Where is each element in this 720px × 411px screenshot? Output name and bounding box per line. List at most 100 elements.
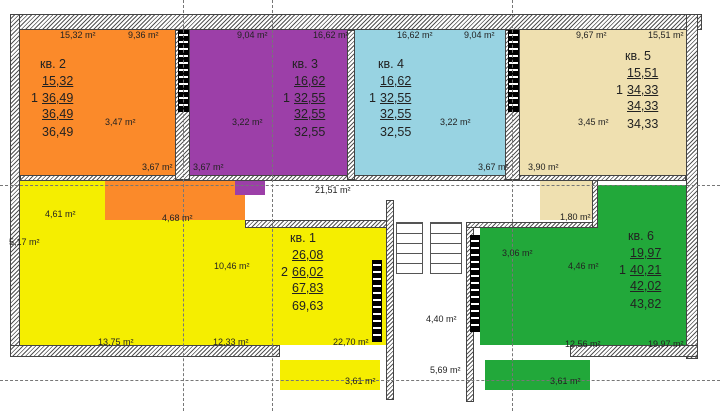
total-area-with-balcony: 67,83 — [292, 281, 324, 295]
total-area: 32,55 — [294, 91, 326, 105]
room-area-label: 3,61 m² — [345, 376, 376, 386]
apartment-6-hall — [480, 225, 598, 345]
room-area-label: 16,62 m² — [313, 30, 349, 40]
total-area: 36,49 — [42, 91, 74, 105]
apartment-title: кв. 3 — [292, 57, 319, 71]
room-area-label: 3,67 m² — [478, 162, 509, 172]
apartment-4-zone — [355, 30, 505, 175]
apartment-title: кв. 5 — [625, 49, 652, 63]
living-area: 16,62 — [294, 74, 326, 88]
apartment-title: кв. 2 — [40, 57, 67, 71]
living-area: 15,32 — [42, 74, 74, 88]
apartment-5-hall — [540, 175, 595, 220]
room-area-label: 4,46 m² — [568, 261, 599, 271]
room-area-label: 3,61 m² — [550, 376, 581, 386]
room-count: 2 — [281, 265, 288, 279]
total-area: 40,21 — [630, 263, 662, 277]
room-area-label: 3,22 m² — [232, 117, 263, 127]
total-area-full: 43,82 — [630, 297, 662, 311]
apartment-title: кв. 6 — [628, 229, 655, 243]
apartment-6-balcony — [485, 360, 590, 390]
living-area: 26,08 — [292, 248, 324, 262]
total-area-with-balcony: 42,02 — [630, 279, 662, 293]
room-area-label: 3,47 m² — [105, 117, 136, 127]
room-area-label: 21,51 m² — [315, 185, 351, 195]
apt-divider-3-4 — [347, 30, 355, 180]
room-area-label: 9,36 m² — [128, 30, 159, 40]
apt6-wall — [466, 222, 598, 228]
room-area-label: 15,32 m² — [60, 30, 96, 40]
apartment-1-zone — [20, 180, 105, 345]
outer-wall-top — [10, 14, 702, 30]
living-area: 15,51 — [627, 66, 659, 80]
apartment-title: кв. 1 — [290, 231, 317, 245]
outer-wall-bottom-left — [10, 345, 280, 357]
apt5-6-wall — [592, 180, 598, 228]
staircase — [430, 222, 462, 274]
apartment-6-zone — [598, 185, 686, 345]
room-area-label: 3,90 m² — [528, 162, 559, 172]
room-area-label: 19,97 m² — [648, 339, 684, 349]
room-area-label: 3,22 m² — [440, 117, 471, 127]
room-count: 1 — [369, 91, 376, 105]
total-area-with-balcony: 36,49 — [42, 107, 74, 121]
outer-wall-left — [10, 14, 20, 354]
room-count: 1 — [616, 83, 623, 97]
grid-axis — [0, 380, 720, 381]
room-area-label: 9,04 m² — [237, 30, 268, 40]
room-area-label: 15,51 m² — [648, 30, 684, 40]
room-area-label: 22,70 m² — [333, 337, 369, 347]
staircase — [396, 222, 423, 274]
room-area-label: 9,04 m² — [464, 30, 495, 40]
room-count: 1 — [619, 263, 626, 277]
total-area-full: 32,55 — [380, 125, 412, 139]
room-area-label: 9,67 m² — [576, 30, 607, 40]
room-area-label: 4,68 m² — [162, 213, 193, 223]
apartment-2-zone — [20, 30, 175, 175]
total-area-with-balcony: 32,55 — [380, 107, 412, 121]
room-area-label: 3,67 m² — [193, 162, 224, 172]
total-area: 66,02 — [292, 265, 324, 279]
living-area: 16,62 — [380, 74, 412, 88]
total-area-with-balcony: 34,33 — [627, 99, 659, 113]
apt1-wall — [245, 220, 390, 228]
room-area-label: 16,62 m² — [397, 30, 433, 40]
room-area-label: 12,33 m² — [213, 337, 249, 347]
room-count: 1 — [283, 91, 290, 105]
grid-axis — [272, 0, 273, 411]
outer-wall-right — [686, 14, 698, 359]
vent-shaft — [508, 30, 519, 112]
room-area-label: 12,56 m² — [565, 339, 601, 349]
room-area-label: 13,75 m² — [98, 337, 134, 347]
room-area-label: 3,67 m² — [142, 162, 173, 172]
total-area-full: 69,63 — [292, 299, 324, 313]
room-area-label: 1,80 m² — [560, 212, 591, 222]
room-area-label: 5,17 m² — [9, 237, 40, 247]
room-area-label: 4,40 m² — [426, 314, 457, 324]
room-area-label: 4,61 m² — [45, 209, 76, 219]
room-area-label: 10,46 m² — [214, 261, 250, 271]
outer-wall-bottom-right — [570, 345, 698, 357]
stair-wall-left — [386, 200, 394, 400]
room-area-label: 3,06 m² — [502, 248, 533, 258]
total-area-full: 32,55 — [294, 125, 326, 139]
room-area-label: 5,69 m² — [430, 365, 461, 375]
grid-axis — [183, 0, 184, 411]
apartment-3-zone — [190, 30, 347, 175]
room-count: 1 — [31, 91, 38, 105]
total-area-full: 36,49 — [42, 125, 74, 139]
apartment-1-hall — [105, 220, 250, 345]
apartment-2-hall — [105, 175, 245, 220]
apartment-title: кв. 4 — [378, 57, 405, 71]
total-area-with-balcony: 32,55 — [294, 107, 326, 121]
vent-shaft — [372, 260, 382, 342]
grid-axis — [0, 185, 720, 186]
room-area-label: 3,45 m² — [578, 117, 609, 127]
total-area-full: 34,33 — [627, 117, 659, 131]
vent-shaft — [470, 235, 480, 332]
apartment-5-zone — [520, 30, 686, 175]
living-area: 19,97 — [630, 246, 662, 260]
total-area: 32,55 — [380, 91, 412, 105]
apartment-1-balcony — [280, 360, 380, 390]
